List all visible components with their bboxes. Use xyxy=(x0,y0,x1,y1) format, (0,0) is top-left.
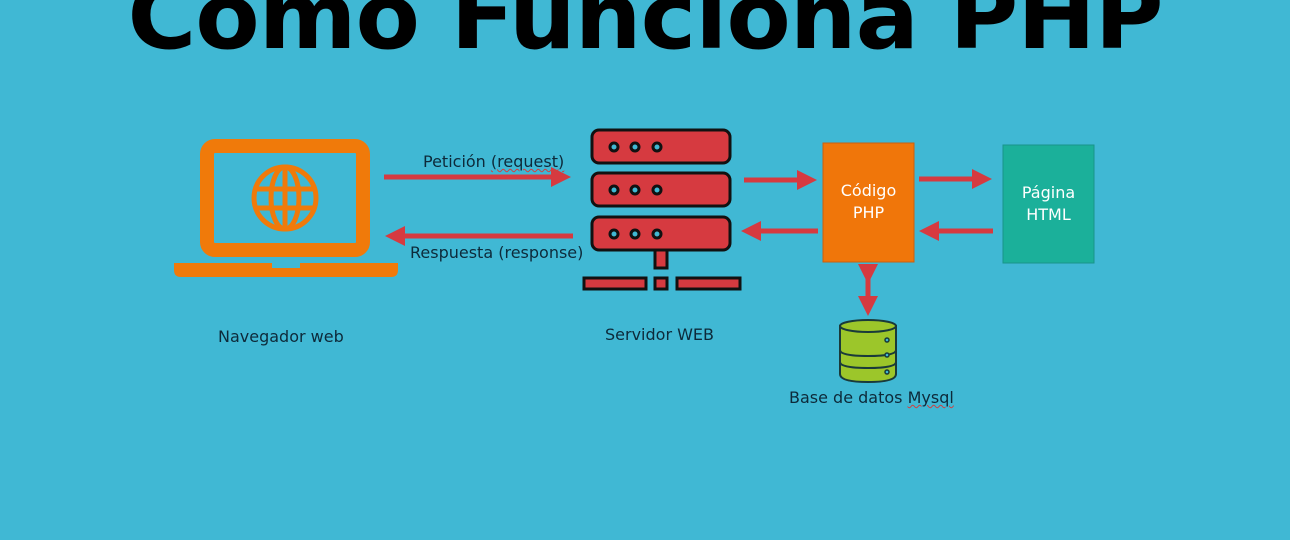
request-label: Petición (request) xyxy=(423,152,564,171)
database-icon xyxy=(839,319,897,384)
php-box-line1: Código xyxy=(840,181,897,200)
server-label: Servidor WEB xyxy=(605,325,715,344)
database-label-word: Mysql xyxy=(907,388,954,407)
php-box-line2: PHP xyxy=(852,203,885,222)
page-title: Como Funciona PHP xyxy=(127,0,1163,70)
browser-label: Navegador web xyxy=(218,327,344,346)
request-label-word: (request) xyxy=(490,152,565,171)
html-box-label: Página HTML xyxy=(1003,182,1094,226)
database-label: Base de datos Mysql xyxy=(789,388,954,407)
php-code-box xyxy=(822,142,915,263)
response-label: Respuesta (response) xyxy=(410,243,584,262)
php-box-label: Código PHP xyxy=(823,180,914,224)
laptop-globe-icon xyxy=(174,139,398,277)
html-page-box xyxy=(1002,144,1095,264)
request-label-prefix: Petición xyxy=(423,152,491,171)
html-box-line1: Página xyxy=(1021,183,1076,202)
server-rack-icon xyxy=(582,128,742,291)
html-box-line2: HTML xyxy=(1026,205,1071,224)
database-label-prefix: Base de datos xyxy=(789,388,908,407)
globe-icon xyxy=(251,164,319,232)
